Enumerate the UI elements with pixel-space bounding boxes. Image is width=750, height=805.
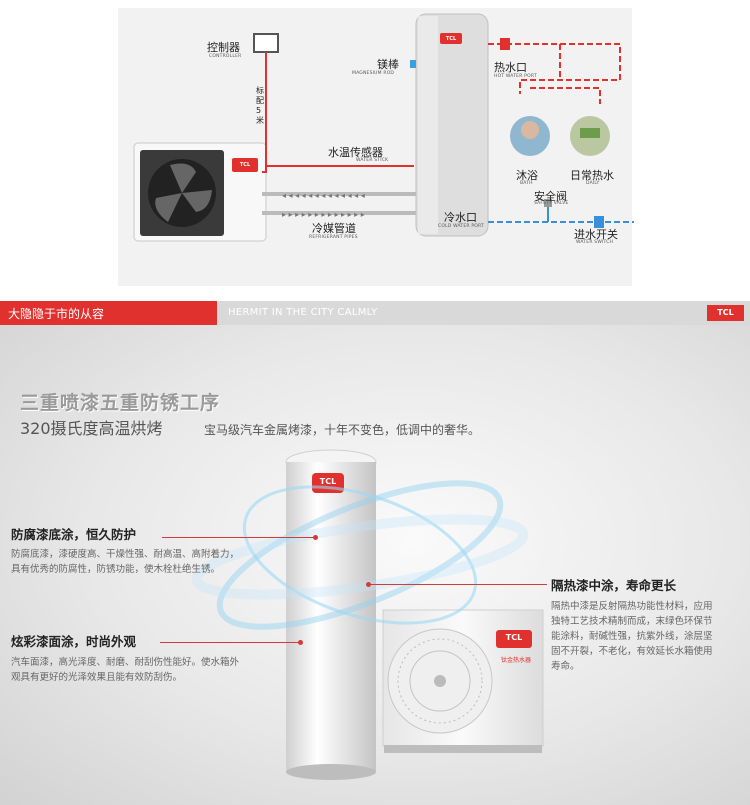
magnesium-rod-label: 镁棒 [377, 58, 399, 71]
unit-logo: TCL [505, 633, 523, 642]
headline: 三重喷漆五重防锈工序 [20, 392, 221, 414]
swirl-decoration [191, 480, 529, 630]
feature-3-line1: 隔热中漆是反射隔热功能性材料，应用 [551, 601, 713, 612]
bath-label-en: BATH [520, 181, 533, 186]
water-sensor-label: 水温传感器 [328, 146, 383, 159]
svg-text:▸ ▸ ▸ ▸ ▸ ▸ ▸ ▸ ▸ ▸ ▸ ▸ ▸: ▸ ▸ ▸ ▸ ▸ ▸ ▸ ▸ ▸ ▸ ▸ ▸ ▸ [282, 210, 365, 219]
hot-water-port-label: 热水口 [494, 61, 527, 74]
safety-valve-label-en: SAFETY VALVE [534, 201, 569, 206]
feature-2-title: 炫彩漆面涂，时尚外观 [11, 634, 137, 649]
cold-water-port-label: 冷水口 [444, 211, 477, 224]
banner-red-block [0, 301, 217, 325]
product-section: 三重喷漆五重防锈工序 320摄氏度高温烘烤 宝马级汽车金属烤漆，十年不变色，低调… [0, 325, 750, 805]
system-diagram: ◂ ◂ ◂ ◂ ◂ ◂ ◂ ◂ ◂ ◂ ◂ ◂ ◂ ▸ ▸ ▸ ▸ ▸ ▸ ▸ … [0, 0, 750, 298]
feature-3-pointer [369, 584, 547, 585]
feature-3-title: 隔热漆中涂，寿命更长 [551, 578, 677, 593]
feature-1-dot [313, 535, 318, 540]
unit-subtitle: 钛金热水器 [500, 657, 531, 664]
controller-device [253, 33, 279, 53]
feature-1-pointer [162, 537, 315, 538]
svg-text:◂ ◂ ◂ ◂ ◂ ◂ ◂ ◂ ◂ ◂ ◂ ◂ ◂: ◂ ◂ ◂ ◂ ◂ ◂ ◂ ◂ ◂ ◂ ◂ ◂ ◂ [282, 191, 365, 200]
feature-3-line2: 独特工艺技术精制而成，末绿色环保节 [551, 616, 713, 627]
cold-water-port-label-en: COLD WATER PORT [438, 224, 484, 229]
banner-logo: TCL [707, 305, 744, 321]
unit-brand-logo: TCL [239, 162, 251, 168]
daily-label-en: DAILY [586, 181, 600, 186]
subline-description: 宝马级汽车金属烤漆，十年不变色，低调中的奢华。 [204, 423, 481, 437]
tank-logo: TCL [319, 477, 337, 486]
banner-subtitle: HERMIT IN THE CITY CALMLY [228, 307, 378, 318]
daily-label: 日常热水 [570, 169, 614, 182]
refrigerant-pipes-label: 冷媒管道 [312, 222, 356, 235]
inlet-switch-label-en: WATER SWITCH [576, 240, 614, 245]
water-sensor-label-en: WATER STICK [356, 158, 389, 163]
cable-length-label: 标配5米 [256, 86, 264, 125]
tank-brand-logo: TCL [445, 36, 457, 42]
feature-3-line3: 能涂料，耐碱性强，抗紫外线，涂层坚 [551, 631, 713, 642]
subline: 320摄氏度高温烘烤 [20, 419, 163, 438]
product-graphics [191, 449, 544, 780]
section-banner: 大隐隐于市的从容 HERMIT IN THE CITY CALMLY TCL [0, 301, 750, 325]
feature-3-dot [366, 582, 371, 587]
diagram-graphics: ◂ ◂ ◂ ◂ ◂ ◂ ◂ ◂ ◂ ◂ ◂ ◂ ◂ ▸ ▸ ▸ ▸ ▸ ▸ ▸ … [133, 13, 634, 242]
feature-2-pointer [160, 642, 300, 643]
feature-2-line1: 汽车面漆，高光泽度、耐磨、耐刮伤性能好。使水箱外 [11, 657, 240, 668]
safety-valve-label: 安全阀 [534, 190, 567, 203]
feature-1-title: 防腐漆底涂，恒久防护 [11, 527, 137, 542]
feature-1-line1: 防腐底漆，漆硬度高、干燥性强、耐高温、高附着力， [11, 549, 240, 560]
magnesium-rod-label-en: MAGNESIUM ROD [352, 71, 395, 76]
controller-label: 控制器 [207, 41, 240, 54]
feature-3-line4: 固不开裂，不老化，有效延长水箱使用 [551, 646, 713, 657]
feature-2-dot [298, 640, 303, 645]
feature-2-line2: 观具有更好的光泽效果且能有效防刮伤。 [11, 672, 183, 683]
feature-1-line2: 具有优秀的防腐性，防锈功能，使木栓杜绝生锈。 [11, 564, 221, 575]
inlet-switch-label: 进水开关 [574, 228, 618, 241]
unit-logo-badge [496, 630, 532, 648]
bath-label: 沐浴 [516, 169, 538, 182]
refrigerant-pipes-label-en: REFRIGERANT PIPES [309, 235, 358, 240]
banner-title: 大隐隐于市的从容 [8, 307, 105, 321]
hot-water-port-label-en: HOT WATER PORT [494, 74, 537, 79]
controller-label-en: CONTROLLER [209, 54, 242, 59]
feature-3-line5: 寿命。 [551, 661, 580, 672]
